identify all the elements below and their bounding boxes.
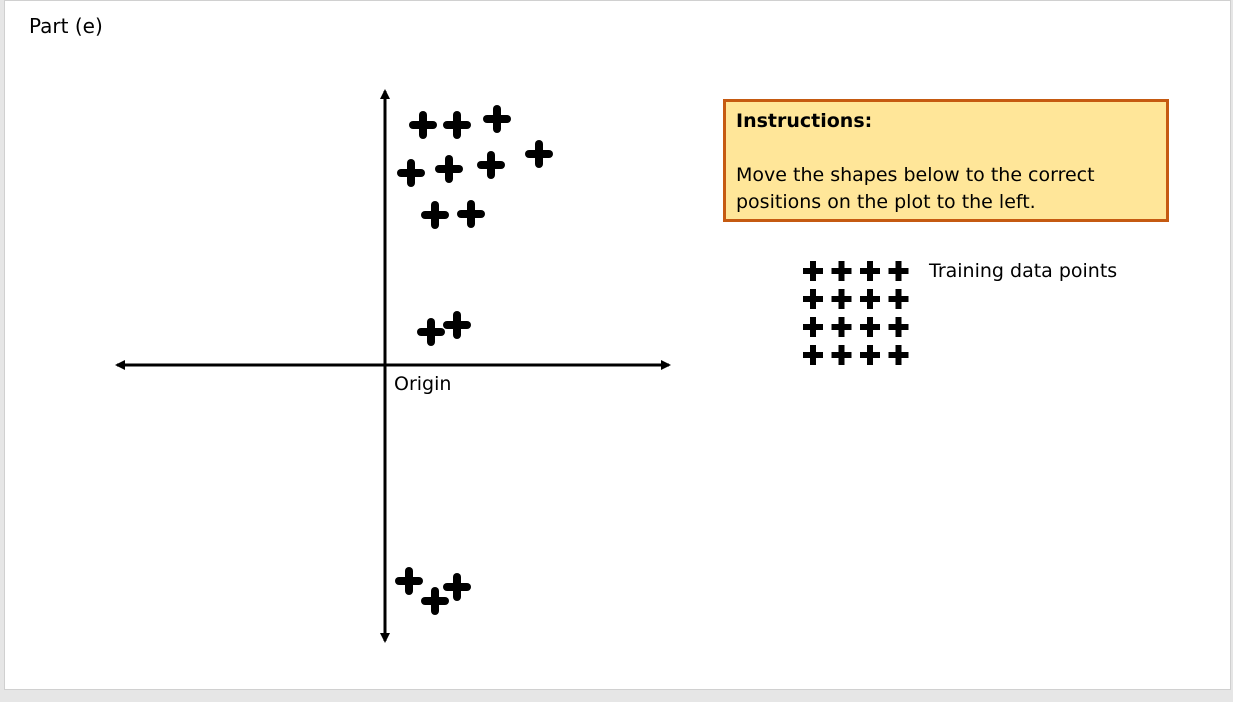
- plotted-point[interactable]: [443, 573, 471, 601]
- slide-canvas: Part (e) Origin Instructions: Move the s…: [4, 0, 1231, 690]
- plotted-point[interactable]: [395, 567, 423, 595]
- instructions-heading: Instructions:: [736, 110, 873, 132]
- plus-icon[interactable]: [831, 289, 852, 309]
- plus-icon[interactable]: [860, 261, 880, 281]
- plus-icon[interactable]: [888, 289, 909, 309]
- plotted-point[interactable]: [397, 159, 425, 187]
- plus-icon[interactable]: [831, 317, 852, 337]
- plotted-point[interactable]: [409, 111, 437, 139]
- coordinate-plot: [115, 89, 671, 643]
- plus-icon[interactable]: [803, 317, 823, 337]
- plus-icon[interactable]: [803, 261, 823, 281]
- plus-icon[interactable]: [803, 289, 823, 309]
- palette-label: Training data points: [929, 260, 1118, 282]
- plus-icon[interactable]: [831, 261, 852, 281]
- slide-title: Part (e): [29, 14, 103, 38]
- plus-icon[interactable]: [860, 345, 880, 365]
- origin-label: Origin: [394, 373, 452, 395]
- instructions-body: Move the shapes below to the correct pos…: [736, 164, 1095, 213]
- plotted-point[interactable]: [477, 151, 505, 179]
- plus-icon[interactable]: [860, 289, 880, 309]
- plotted-point[interactable]: [421, 201, 449, 229]
- plotted-point[interactable]: [457, 200, 485, 228]
- plotted-point[interactable]: [443, 311, 471, 339]
- plotted-point[interactable]: [417, 318, 445, 346]
- plus-icon[interactable]: [831, 345, 852, 365]
- training-points-palette[interactable]: [799, 259, 911, 371]
- plotted-point[interactable]: [443, 111, 471, 139]
- plotted-points: [395, 105, 553, 615]
- plus-icon[interactable]: [888, 345, 909, 365]
- plus-icon[interactable]: [860, 317, 880, 337]
- plus-icon[interactable]: [888, 261, 909, 281]
- plotted-point[interactable]: [525, 140, 553, 168]
- plotted-point[interactable]: [421, 587, 449, 615]
- plus-icon[interactable]: [803, 345, 823, 365]
- plus-icon[interactable]: [888, 317, 909, 337]
- plotted-point[interactable]: [435, 155, 463, 183]
- instructions-box: Instructions: Move the shapes below to t…: [723, 99, 1169, 222]
- plotted-point[interactable]: [483, 105, 511, 133]
